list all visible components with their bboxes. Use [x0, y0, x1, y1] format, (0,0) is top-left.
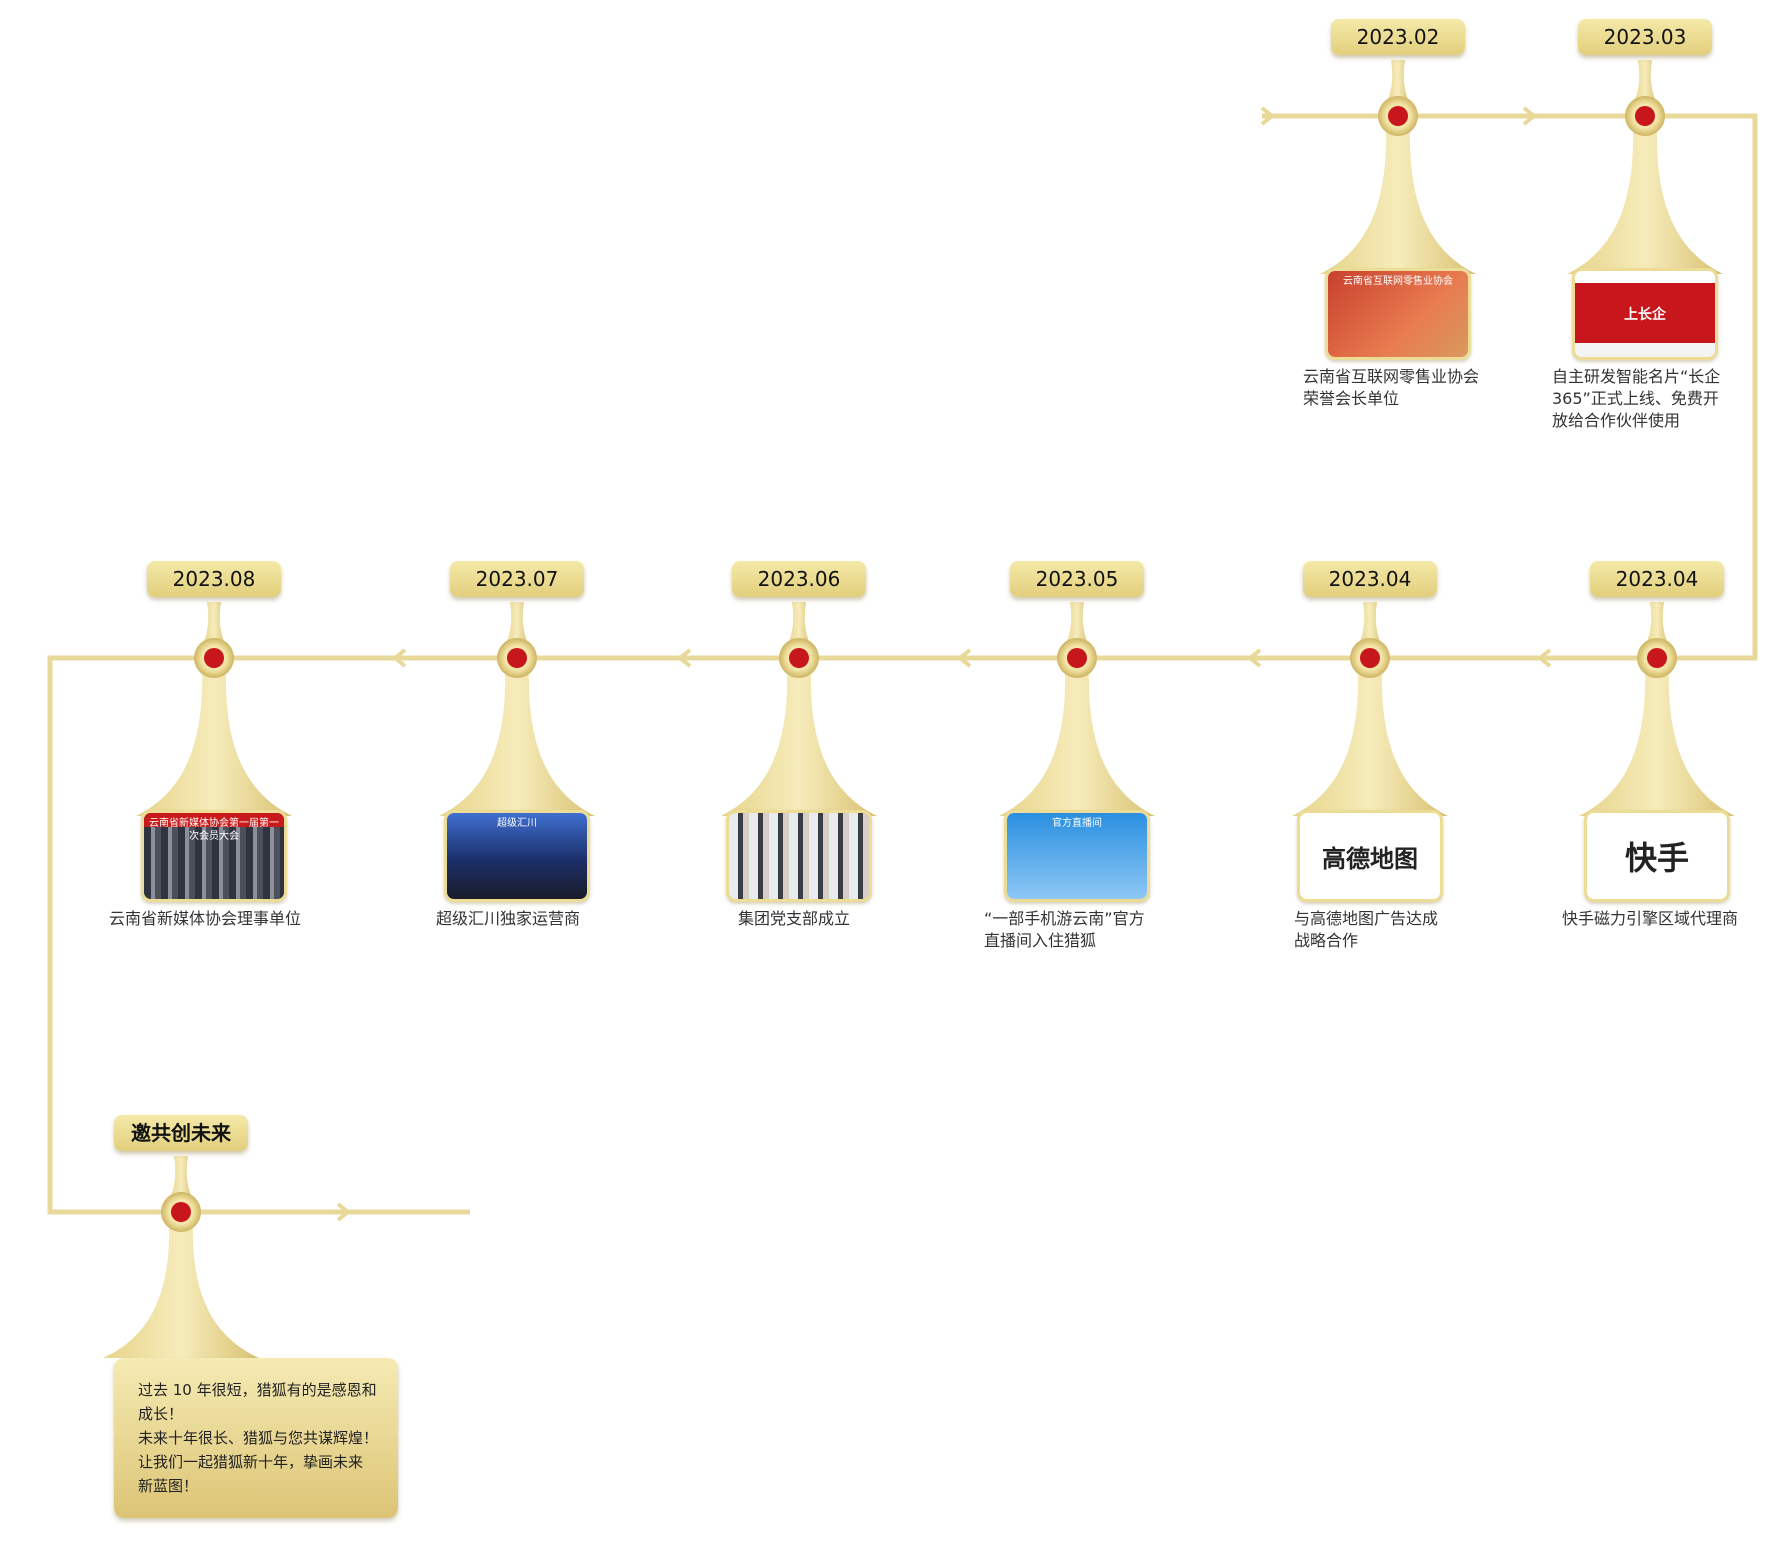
arrow-right-icon: [336, 1202, 352, 1222]
arrow-left-icon: [391, 648, 407, 668]
node-upper-stem: [169, 1156, 193, 1200]
event-photo-text: 超级汇川: [497, 818, 537, 829]
node-lower-stem: [1292, 668, 1448, 816]
node-lower-stem: [1567, 126, 1723, 274]
node-upper-stem: [202, 602, 226, 646]
milestone-caption: 与高德地图广告达成 战略合作: [1294, 909, 1439, 950]
milestone-caption: 快手磁力引擎区域代理商: [1562, 909, 1739, 928]
event-photo: 超级汇川: [444, 810, 590, 902]
milestone-caption: 超级汇川独家运营商: [436, 909, 581, 928]
milestone-caption: 云南省互联网零售业协会 荣誉会长单位: [1303, 367, 1480, 408]
info-card-fill: [1007, 813, 1147, 899]
future-message-box: 过去 10 年很短，猎狐有的是感恩和 成长！ 未来十年很长、猎狐与您共谋辉煌！ …: [114, 1358, 398, 1518]
amap-logo: 高德地图: [1297, 810, 1443, 902]
milestone-caption: 自主研发智能名片“长企 365”正式上线、免费开 放给合作伙伴使用: [1552, 367, 1721, 430]
node-dot: [1067, 648, 1087, 668]
website-screenshot-text: 上长企: [1624, 307, 1666, 323]
website-screenshot: 上长企: [1572, 268, 1718, 360]
future-message-text: 过去 10 年很短，猎狐有的是感恩和 成长！ 未来十年很长、猎狐与您共谋辉煌！ …: [138, 1381, 379, 1495]
milestone-caption: 集团党支部成立: [738, 909, 851, 928]
website-screenshot-fill: [1575, 271, 1715, 357]
group-photo-fill: [729, 813, 869, 899]
node-upper-stem: [1065, 602, 1089, 646]
node-upper-stem: [787, 602, 811, 646]
node-upper-stem: [1386, 60, 1410, 104]
node-dot: [1647, 648, 1667, 668]
node-dot: [1388, 106, 1408, 126]
arrow-left-icon: [956, 648, 972, 668]
node-dot: [171, 1202, 191, 1222]
date-tag: 2023.08: [147, 561, 281, 597]
node-lower-stem: [999, 668, 1155, 816]
node-upper-stem: [505, 602, 529, 646]
node-lower-stem: [1320, 126, 1476, 274]
crowd-photo: 云南省新媒体协会第一届第一次会员大会: [141, 810, 287, 902]
timeline-connector-lines: [47, 106, 1758, 1222]
date-tag: 2023.05: [1010, 561, 1144, 597]
node-lower-stem: [1579, 668, 1735, 816]
date-tag: 2023.02: [1331, 19, 1465, 55]
date-tag: 2023.04: [1590, 561, 1724, 597]
info-card-text: 官方直播间: [1052, 818, 1102, 829]
milestone-caption: “一部手机游云南”官方 直播间入住猎狐: [984, 909, 1145, 950]
node-dot: [204, 648, 224, 668]
date-tag: 2023.03: [1578, 19, 1712, 55]
node-dot: [1635, 106, 1655, 126]
node-dot: [1360, 648, 1380, 668]
award-photo-text: 云南省互联网零售业协会: [1343, 276, 1453, 287]
arrow-right-icon: [1522, 106, 1538, 126]
date-tag: 2023.06: [732, 561, 866, 597]
node-lower-stem: [103, 1222, 259, 1358]
kuaishou-logo: 快手: [1584, 810, 1730, 902]
node-lower-stem: [136, 668, 292, 816]
crowd-photo-fill: [144, 813, 284, 899]
arrow-left-icon: [676, 648, 692, 668]
event-photo-fill: [447, 813, 587, 899]
node-dot: [507, 648, 527, 668]
date-tag: 2023.07: [450, 561, 584, 597]
kuaishou-logo-text: 快手: [1624, 839, 1689, 877]
node-lower-stem: [721, 668, 877, 816]
timeline-nodes: [103, 60, 1735, 1358]
amap-logo-text: 高德地图: [1322, 844, 1418, 873]
group-photo: [726, 810, 872, 902]
future-tag: 邀共创未来: [114, 1115, 248, 1151]
award-photo-fill: [1328, 271, 1468, 357]
info-card: 官方直播间: [1004, 810, 1150, 902]
node-upper-stem: [1645, 602, 1669, 646]
node-dot: [789, 648, 809, 668]
node-upper-stem: [1358, 602, 1382, 646]
date-tag: 2023.04: [1303, 561, 1437, 597]
arrow-right-icon: [1260, 106, 1276, 126]
node-upper-stem: [1633, 60, 1657, 104]
milestone-caption: 云南省新媒体协会理事单位: [109, 909, 302, 928]
node-lower-stem: [439, 668, 595, 816]
crowd-photo-text: 云南省新媒体协会第一届第一次会员大会: [149, 818, 279, 842]
connector-line: [47, 113, 1758, 1215]
arrow-left-icon: [1246, 648, 1262, 668]
award-photo: 云南省互联网零售业协会: [1325, 268, 1471, 360]
arrow-left-icon: [1536, 648, 1552, 668]
